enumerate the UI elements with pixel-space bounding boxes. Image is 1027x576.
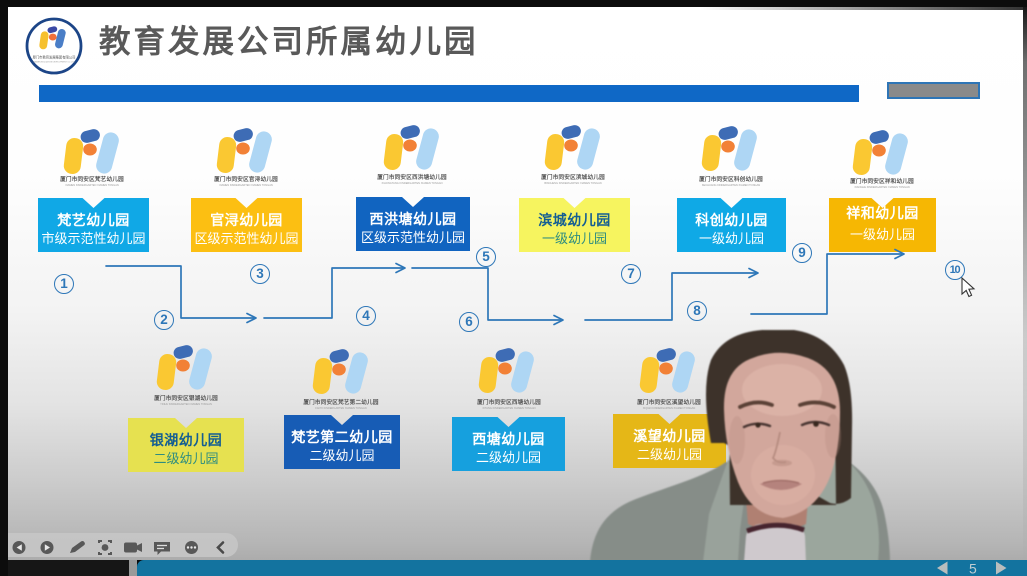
svg-text:XIAMEN KINDERGARTEN XIAMEN: XIAMEN KINDERGARTEN XIAMEN TONGAN <box>65 183 119 187</box>
svg-text:YINHU KINDERGARTEN XIAMEN T: YINHU KINDERGARTEN XIAMEN TONGAN <box>160 402 212 406</box>
svg-text:厦门市同安区梵艺幼儿园: 厦门市同安区梵艺幼儿园 <box>60 175 124 183</box>
svg-text:厦门市同安区祥和幼儿园: 厦门市同安区祥和幼儿园 <box>850 177 914 185</box>
svg-text:XITANG KINDERGARTEN XIAMEN: XITANG KINDERGARTEN XIAMEN TONGAN <box>482 406 535 410</box>
svg-text:BINCHENG KINDERGARTEN XIAMEN: BINCHENG KINDERGARTEN XIAMEN TONGAN <box>544 181 601 185</box>
svg-text:厦门市同安区银湖幼儿园: 厦门市同安区银湖幼儿园 <box>154 394 218 402</box>
svg-text:厦门市同安区科创幼儿园: 厦门市同安区科创幼儿园 <box>699 175 763 183</box>
svg-text:FANYI KINDERGARTEN XIAMEN T: FANYI KINDERGARTEN XIAMEN TONGAN <box>315 406 366 410</box>
svg-text:厦门市同安区溪望幼儿园: 厦门市同安区溪望幼儿园 <box>637 398 701 406</box>
svg-text:XIHONGTANG KINDERGARTEN XIAM: XIHONGTANG KINDERGARTEN XIAMEN TONGAN <box>382 181 443 185</box>
svg-text:厦门市同安区梵艺第二幼儿园: 厦门市同安区梵艺第二幼儿园 <box>303 398 379 406</box>
svg-text:XIAMEN EDUCATION DEVELOPMENT C: XIAMEN EDUCATION DEVELOPMENT CO.,LTD <box>33 61 75 64</box>
svg-text:XIANGHE KINDERGARTEN XIAMEN: XIANGHE KINDERGARTEN XIAMEN TONGAN <box>854 185 909 189</box>
svg-text:XIAMEN KINDERGARTEN XIAMEN: XIAMEN KINDERGARTEN XIAMEN TONGAN <box>219 183 273 187</box>
svg-text:厦门市同安区滨城幼儿园: 厦门市同安区滨城幼儿园 <box>541 173 605 181</box>
svg-text:XIQIAN KINDERGARTEN XIAMEN: XIQIAN KINDERGARTEN XIAMEN TONGAN <box>643 406 696 410</box>
svg-text:厦门市同安区西洪塘幼儿园: 厦门市同安区西洪塘幼儿园 <box>377 173 447 181</box>
svg-text:5: 5 <box>969 561 977 576</box>
svg-text:厦门市同安区西塘幼儿园: 厦门市同安区西塘幼儿园 <box>477 398 541 406</box>
svg-text:厦门市教育发展集团有限公司: 厦门市教育发展集团有限公司 <box>33 55 76 60</box>
svg-text:KECHUANG KINDERGARTEN XIAMEN: KECHUANG KINDERGARTEN XIAMEN TONGAN <box>702 183 760 187</box>
svg-text:厦门市同安区官浔幼儿园: 厦门市同安区官浔幼儿园 <box>214 175 278 183</box>
